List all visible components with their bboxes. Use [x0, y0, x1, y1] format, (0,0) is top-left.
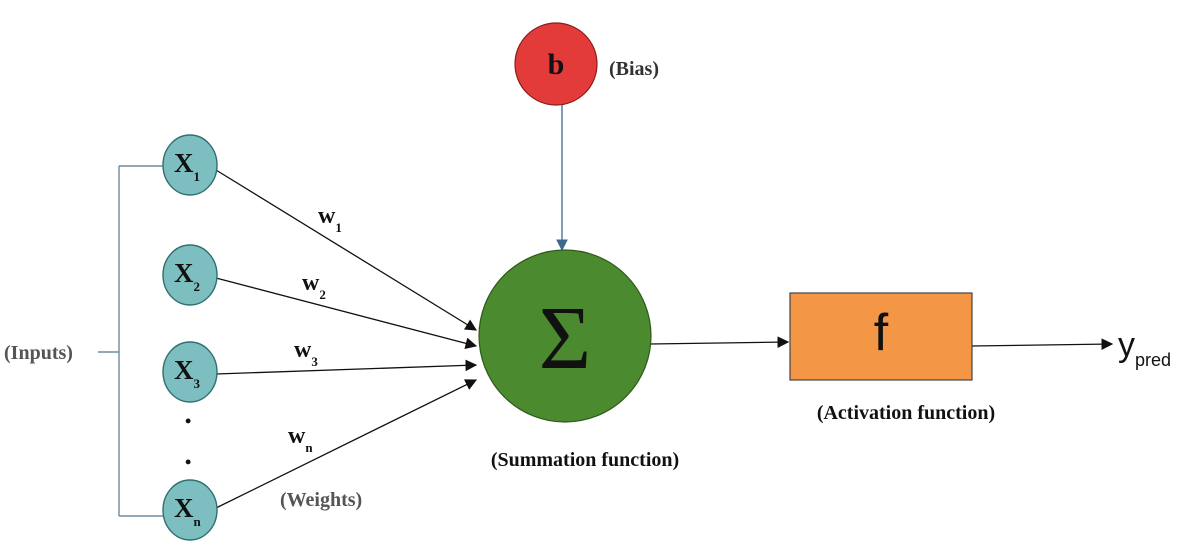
input-xn-main: X: [174, 493, 194, 523]
svg-text:Xn: Xn: [174, 493, 202, 529]
weight-w2-main: w: [302, 270, 320, 296]
output-sub: pred: [1135, 350, 1171, 370]
weight-w2: w2: [302, 270, 326, 302]
weight-w2-sub: 2: [319, 287, 326, 302]
bias-node: b: [514, 22, 598, 106]
input-x3-sub: 3: [194, 376, 201, 391]
edge-x2-sum: [215, 277, 478, 349]
activation-box: f: [789, 292, 973, 381]
svg-text:X2: X2: [174, 258, 200, 294]
weight-wn: wn: [288, 423, 313, 455]
weight-w3-main: w: [294, 337, 312, 363]
input-x2-main: X: [174, 258, 194, 288]
weight-w3-sub: 3: [311, 354, 318, 369]
summation-label: (Summation function): [491, 449, 679, 471]
weight-w1-main: w: [318, 203, 336, 229]
input-x1-sub: 1: [194, 169, 201, 184]
weight-w3: w3: [294, 337, 318, 369]
edge-activation-output: [971, 338, 1114, 350]
summation-symbol: Σ: [539, 289, 591, 388]
input-node-xn: Xn: [162, 479, 218, 541]
weight-wn-main: w: [288, 423, 306, 449]
edge-x3-sum: [215, 359, 478, 375]
edge-sum-activation: [649, 336, 790, 349]
inputs-bracket: [98, 165, 163, 517]
edge-x1-sum: [215, 169, 477, 331]
ellipsis-dot-2: •: [185, 452, 191, 472]
weight-w1-sub: 1: [335, 220, 342, 235]
input-node-x3: X3: [162, 341, 218, 403]
output-main: y: [1118, 326, 1135, 364]
weights-label: (Weights): [280, 489, 362, 511]
inputs-label: (Inputs): [4, 342, 73, 364]
weight-w1: w1: [318, 203, 342, 235]
edge-xn-sum: [215, 379, 478, 509]
ellipsis-dot-1: •: [185, 411, 191, 431]
input-x3-main: X: [174, 355, 194, 385]
input-x2-sub: 2: [194, 279, 201, 294]
input-node-x2: X2: [162, 244, 218, 306]
input-xn-sub: n: [194, 514, 202, 529]
activation-symbol: f: [874, 304, 889, 362]
output-label: ypred: [1118, 326, 1171, 370]
bias-label: (Bias): [609, 58, 659, 80]
input-x1-main: X: [174, 148, 194, 178]
weight-wn-sub: n: [305, 440, 313, 455]
input-node-x1: X1: [162, 134, 218, 196]
svg-text:X3: X3: [174, 355, 201, 391]
summation-node: Σ: [478, 249, 652, 423]
bias-symbol: b: [548, 48, 565, 81]
activation-label: (Activation function): [817, 402, 995, 424]
svg-text:X1: X1: [174, 148, 200, 184]
